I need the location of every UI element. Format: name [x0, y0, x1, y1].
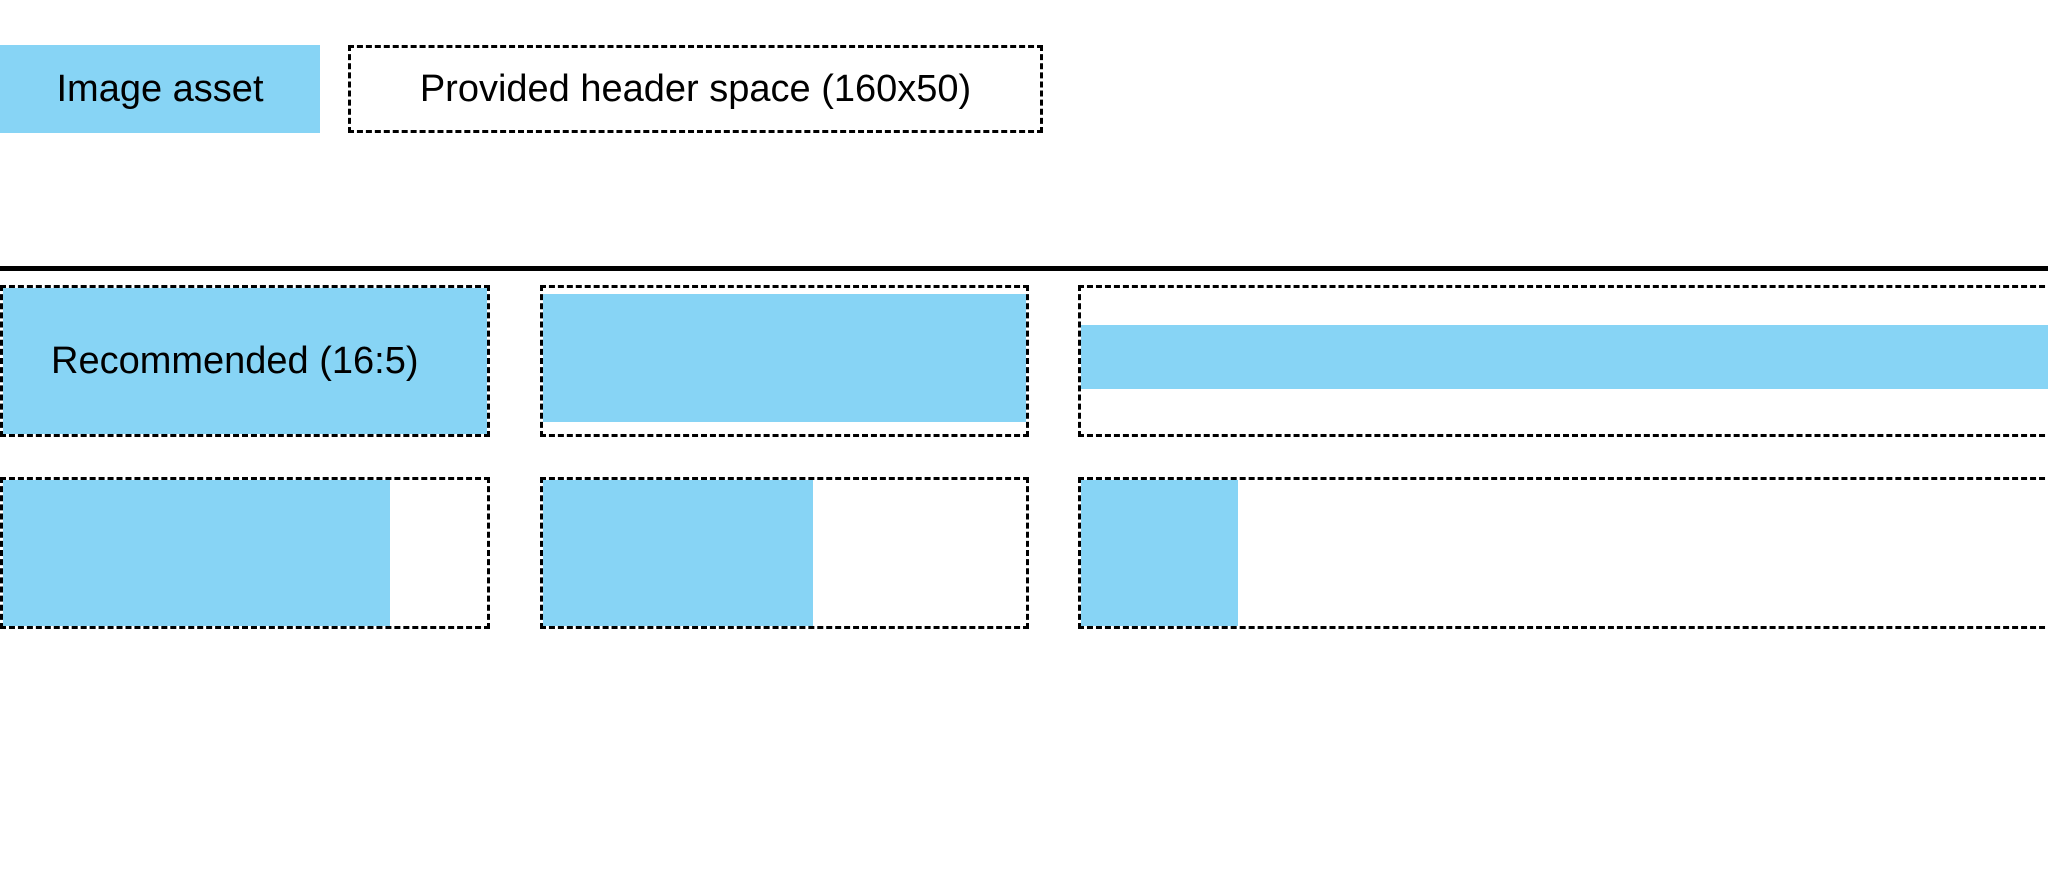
example-cell-slightly-narrower	[0, 477, 490, 629]
asset-fill	[3, 288, 487, 434]
example-cell-recommended: Recommended (16:5)	[0, 285, 490, 437]
image-asset-swatch-label: Image asset	[56, 68, 264, 110]
example-grid: Recommended (16:5)	[0, 285, 2048, 629]
provided-header-space-box: Provided header space (160x50)	[348, 45, 1043, 133]
asset-fill	[1081, 480, 1238, 626]
example-cell-slightly-shorter	[540, 285, 1029, 437]
asset-fill	[543, 293, 1026, 423]
asset-fill	[3, 480, 391, 626]
section-divider	[0, 266, 2048, 271]
asset-fill	[1081, 324, 2048, 389]
example-cell-much-shorter	[1078, 285, 2048, 437]
recommended-ratio-label: Recommended (16:5)	[51, 340, 419, 382]
provided-header-space-label: Provided header space (160x50)	[419, 68, 972, 110]
legend-spacer	[320, 45, 348, 133]
image-asset-swatch: Image asset	[0, 45, 320, 133]
example-cell-narrower	[540, 477, 1029, 629]
example-cell-narrowest	[1078, 477, 2048, 629]
example-row-2	[0, 477, 2048, 629]
legend: Image asset Provided header space (160x5…	[0, 45, 1043, 133]
asset-fill	[543, 480, 814, 626]
example-row-1: Recommended (16:5)	[0, 285, 2048, 437]
